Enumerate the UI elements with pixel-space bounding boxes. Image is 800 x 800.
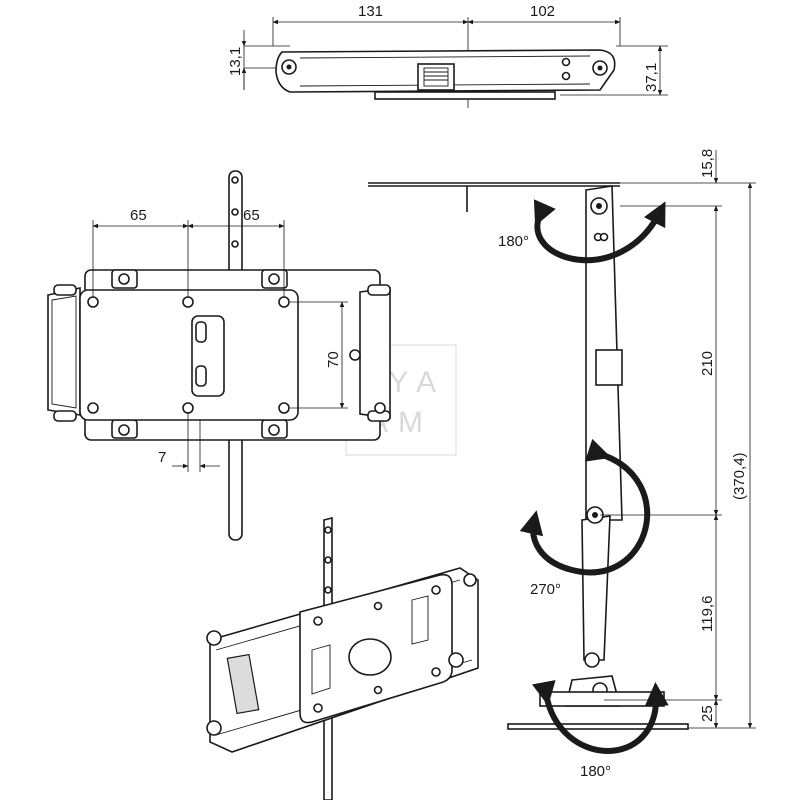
dim-side-upper-arm: 210	[699, 351, 716, 376]
side-base-plate	[507, 723, 689, 730]
vesa-hole-tm	[182, 296, 194, 308]
vesa-hole-bm	[182, 402, 194, 414]
dim-top-width-right: 102	[530, 3, 555, 20]
top-view: 131 102 13,1 37,1	[227, 3, 668, 108]
side-base-clamp	[539, 691, 665, 707]
rotation-label-top: 180°	[498, 233, 529, 250]
dim-front-hole-vertical: 70	[325, 351, 342, 368]
dim-front-hole-right: 65	[243, 207, 260, 224]
dim-side-top: 15,8	[699, 149, 716, 178]
side-view: 180° 270° 180° 15,8 210 (370,4) 119,6 25	[368, 149, 756, 780]
dim-front-hole-left: 65	[130, 207, 147, 224]
rotation-arrow-middle	[519, 438, 651, 576]
dim-top-depth: 37,1	[643, 63, 660, 92]
rotation-arrow-top	[533, 199, 666, 264]
dim-side-base: 25	[699, 705, 716, 722]
iso-label-plate	[226, 653, 260, 715]
front-view: 65 65 70 7	[47, 170, 391, 541]
dim-top-width-left: 131	[358, 3, 383, 20]
dim-side-total: (370,4)	[731, 452, 748, 500]
isometric-view	[206, 516, 479, 800]
dim-side-lower-arm: 119,6	[699, 596, 716, 632]
vesa-hole-bl	[87, 402, 99, 414]
front-right-flange	[359, 287, 391, 419]
rotation-arrow-base	[532, 680, 669, 754]
side-lower-arm	[581, 515, 611, 661]
vesa-hole-br	[278, 402, 290, 414]
dim-top-offset: 13,1	[227, 47, 244, 76]
vesa-hole-tr	[278, 296, 290, 308]
front-vesa-plate	[79, 289, 299, 421]
front-left-flange	[47, 287, 81, 416]
iso-center-hole	[348, 638, 392, 676]
dim-front-offset: 7	[158, 449, 166, 466]
rotation-label-base: 180°	[580, 763, 611, 780]
side-arm-notch	[595, 349, 623, 386]
rotation-label-middle: 270°	[530, 581, 561, 598]
vesa-hole-tl	[87, 296, 99, 308]
top-bracket-base-strip	[374, 91, 556, 100]
